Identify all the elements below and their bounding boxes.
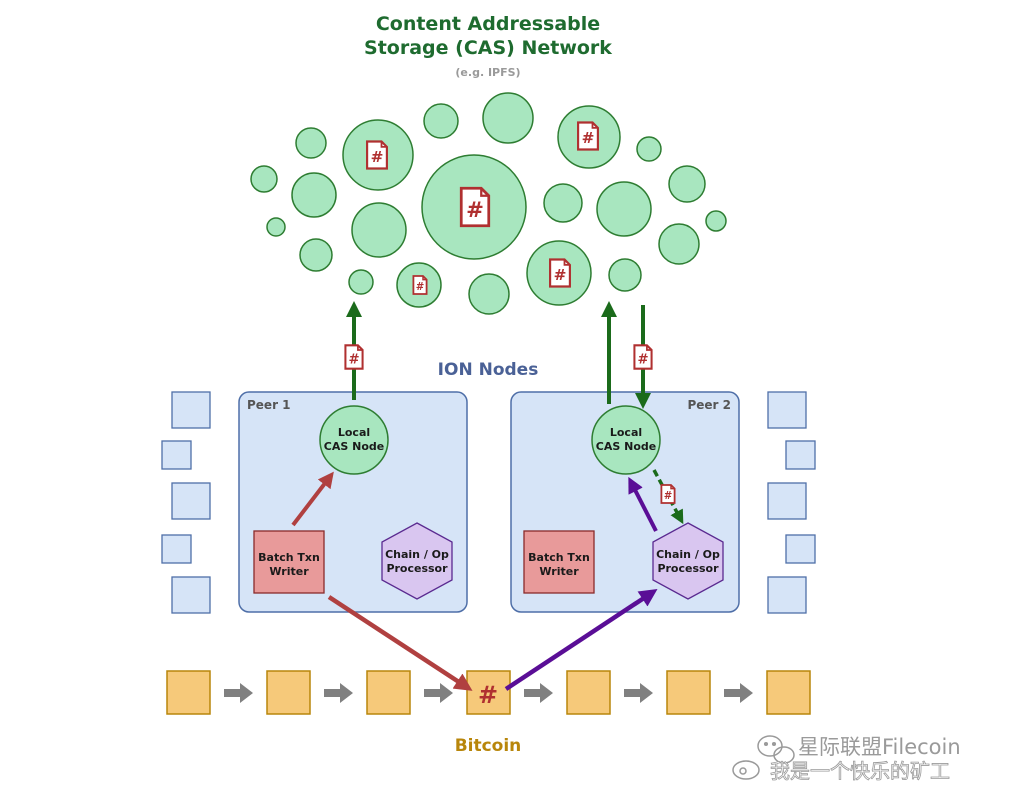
cas-subtitle: (e.g. IPFS) xyxy=(455,66,520,79)
peer-2-processor-line1: Chain / Op xyxy=(656,548,720,561)
cas-node xyxy=(482,92,534,144)
cas-node xyxy=(636,136,662,162)
hash-label: # xyxy=(664,491,673,502)
cas-node xyxy=(299,238,333,272)
file-icon: # xyxy=(660,484,676,504)
cas-node xyxy=(351,202,407,258)
file-icon: # xyxy=(412,275,428,295)
file-icon: # xyxy=(577,121,599,151)
file-icon: # xyxy=(366,140,388,170)
cas-title-line1: Content Addressable xyxy=(376,13,600,35)
peer-2-cas-label-line1: Local xyxy=(610,426,642,439)
chain-arrow-icon xyxy=(324,683,353,703)
ion-nodes-title: ION Nodes xyxy=(438,360,539,380)
cas-node xyxy=(250,165,278,193)
processor-to-cas-arrow xyxy=(628,476,658,532)
other-node xyxy=(161,440,192,470)
bitcoin-label: Bitcoin xyxy=(455,736,522,756)
cas-network xyxy=(250,92,727,315)
cas-node xyxy=(543,183,583,223)
other-node xyxy=(767,576,807,614)
bitcoin-chain: # xyxy=(166,670,811,715)
chain-arrow-icon xyxy=(724,683,753,703)
other-node xyxy=(161,534,192,564)
file-icon: # xyxy=(633,344,653,370)
bitcoin-to-processor-arrow xyxy=(504,589,658,691)
hash-label: # xyxy=(554,266,567,284)
peer-1: Peer 1 Local CAS Node Batch Txn Writer C… xyxy=(238,391,468,613)
other-node xyxy=(767,482,807,520)
anchor-hash-label: # xyxy=(478,681,498,709)
peer-2-batch-writer xyxy=(523,530,595,594)
block xyxy=(766,670,811,715)
watermark: 星际联盟Filecoin 我是一个快乐的矿工 xyxy=(732,735,961,783)
watermark-line1: 星际联盟Filecoin xyxy=(798,735,961,759)
hash-label: # xyxy=(637,352,648,367)
hash-label: # xyxy=(416,282,425,293)
chain-arrow-icon xyxy=(624,683,653,703)
peer-2-local-cas-node xyxy=(591,405,661,475)
other-nodes-left xyxy=(161,391,211,614)
peer-1-local-cas-node xyxy=(319,405,389,475)
block xyxy=(366,670,411,715)
file-icon: # xyxy=(344,344,364,370)
other-node xyxy=(171,576,211,614)
peer-1-processor xyxy=(381,522,453,600)
cas-node xyxy=(658,223,700,265)
peer-2-cas-label-line2: CAS Node xyxy=(596,440,656,453)
peer-1-processor-line1: Chain / Op xyxy=(385,548,449,561)
block xyxy=(166,670,211,715)
cas-node xyxy=(291,172,337,218)
chain-arrow-icon xyxy=(424,683,453,703)
block xyxy=(666,670,711,715)
cas-node xyxy=(295,127,327,159)
peer-1-label: Peer 1 xyxy=(247,398,291,412)
hash-label: # xyxy=(466,198,484,223)
peer-1-writer-line2: Writer xyxy=(269,565,309,578)
file-icon: # xyxy=(459,186,491,228)
peer-1-cas-label-line2: CAS Node xyxy=(324,440,384,453)
peer-2-writer-line1: Batch Txn xyxy=(528,551,590,564)
cas-node xyxy=(668,165,706,203)
cas-node xyxy=(608,258,642,292)
cas-node xyxy=(468,273,510,315)
peer-2-label: Peer 2 xyxy=(687,398,731,412)
writer-to-cas-arrow xyxy=(291,471,334,527)
weibo-icon xyxy=(732,760,760,780)
peer-1-cas-label-line1: Local xyxy=(338,426,370,439)
cas-node xyxy=(705,210,727,232)
hash-label: # xyxy=(371,148,384,166)
other-node xyxy=(171,391,211,429)
anchor-block xyxy=(466,670,511,715)
cas-node xyxy=(423,103,459,139)
other-node xyxy=(785,534,816,564)
cas-title-line2: Storage (CAS) Network xyxy=(364,37,612,59)
hash-label: # xyxy=(348,352,359,367)
file-icon: # xyxy=(549,258,571,288)
writer-to-bitcoin-arrow xyxy=(327,595,473,691)
peer-2: Peer 2 Local CAS Node Batch Txn Writer C… xyxy=(510,391,740,613)
peer-2-processor-line2: Processor xyxy=(657,562,719,575)
cas-node xyxy=(348,269,374,295)
block xyxy=(566,670,611,715)
cas-node xyxy=(596,181,652,237)
peer-1-batch-writer xyxy=(253,530,325,594)
watermark-line2: 我是一个快乐的矿工 xyxy=(770,759,950,783)
peer-2-writer-line2: Writer xyxy=(539,565,579,578)
peer-1-writer-line1: Batch Txn xyxy=(258,551,320,564)
cas-node xyxy=(266,217,286,237)
chain-arrow-icon xyxy=(524,683,553,703)
other-node xyxy=(785,440,816,470)
wechat-icon xyxy=(757,735,795,764)
other-node xyxy=(171,482,211,520)
hash-label: # xyxy=(582,129,595,147)
chain-arrow-icon xyxy=(224,683,253,703)
chain-arrows xyxy=(224,683,753,703)
other-node xyxy=(767,391,807,429)
block xyxy=(266,670,311,715)
peer-2-processor xyxy=(652,522,724,600)
other-nodes-right xyxy=(767,391,816,614)
peer-1-processor-line2: Processor xyxy=(386,562,448,575)
